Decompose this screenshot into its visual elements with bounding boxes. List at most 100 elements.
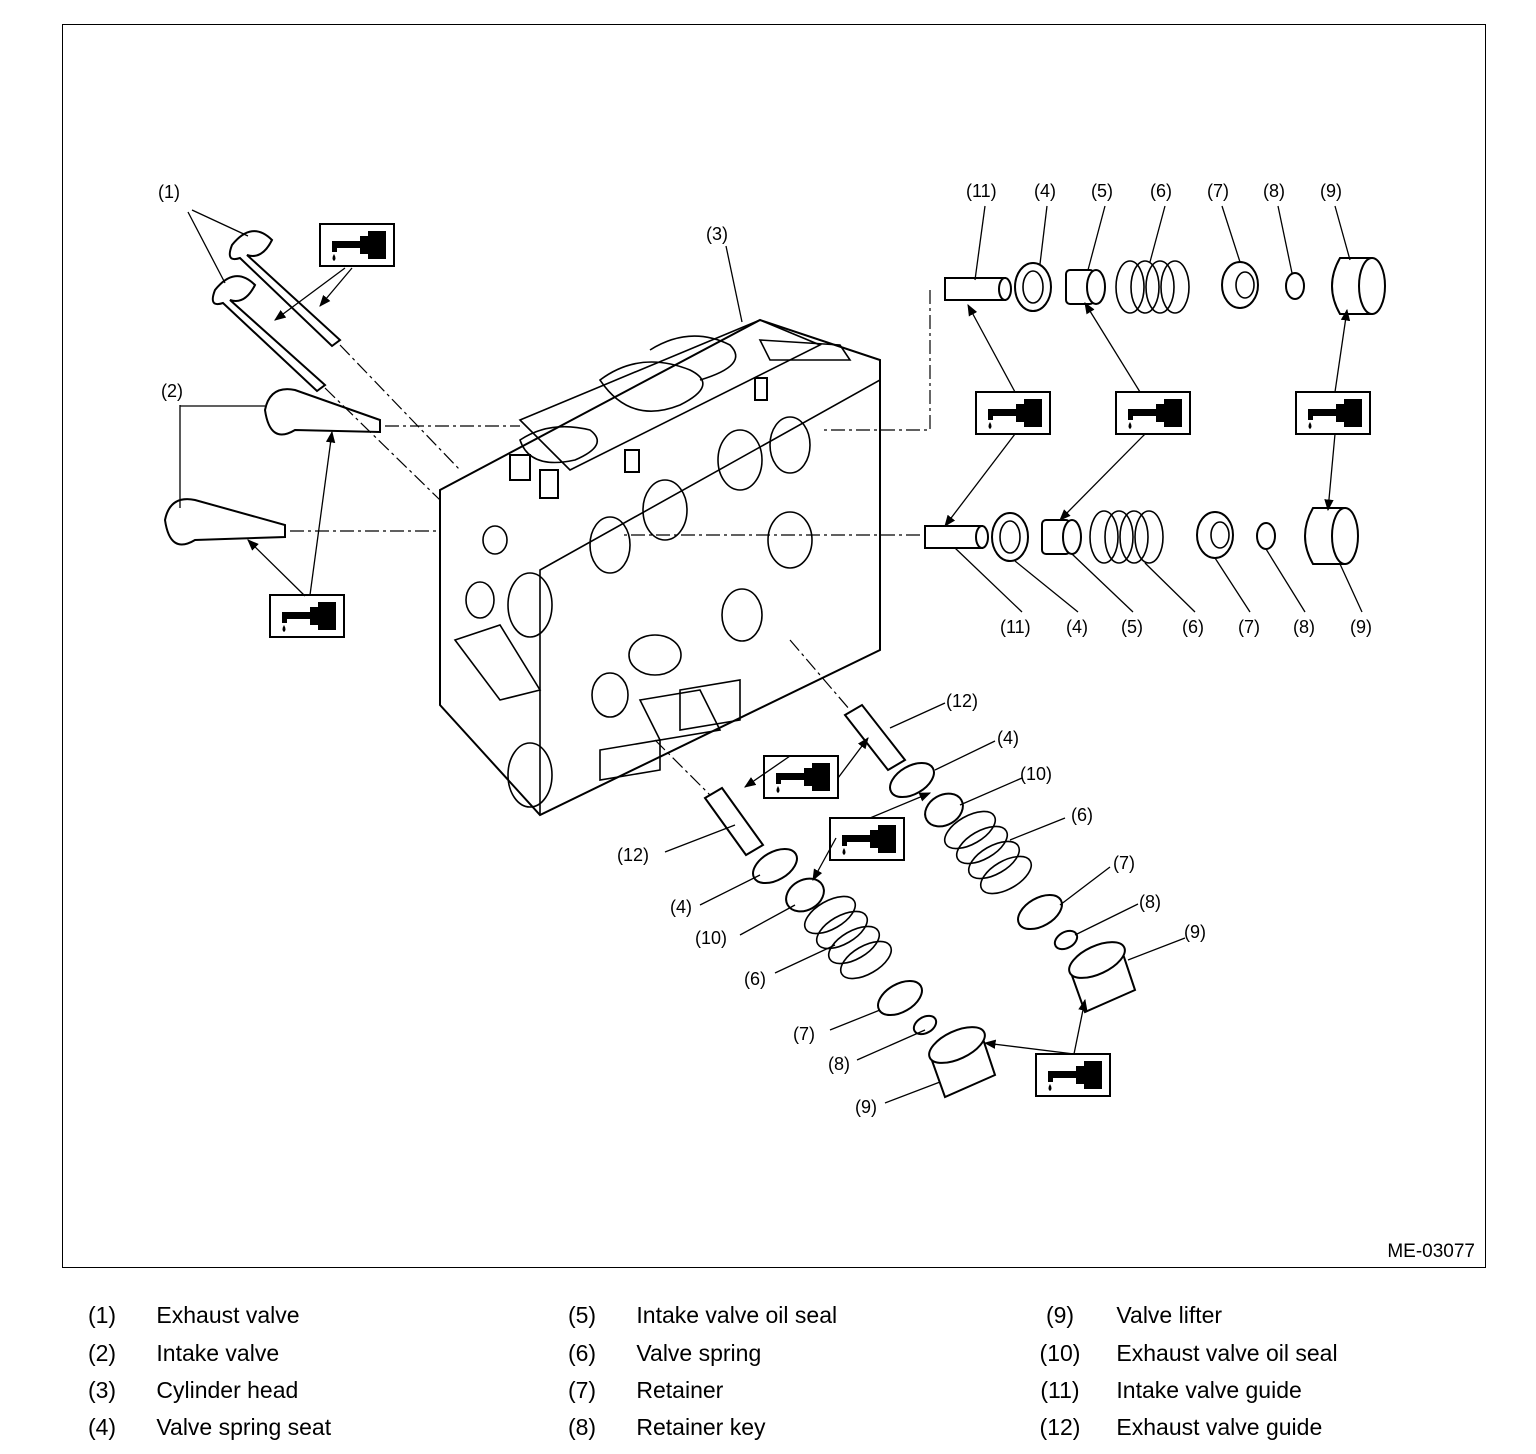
legend-label: Exhaust valve guide xyxy=(1116,1414,1323,1440)
valve-spring-left xyxy=(803,895,893,980)
exploded-diagram: (1) (2) (3) (11) (4) (5) (6) (7) (8) (9)… xyxy=(158,181,1386,1117)
intake-oil-seal-upper xyxy=(1065,269,1106,305)
callout-4-lower: (4) xyxy=(1066,617,1088,637)
exhaust-guide-left xyxy=(703,786,765,857)
parts-legend: (1) Exhaust valve (2) Intake valve (3) C… xyxy=(0,1300,1536,1450)
oil-can-icon xyxy=(975,391,1051,435)
spring-seat-upper xyxy=(1014,262,1052,312)
callout-8-right: (8) xyxy=(1139,892,1161,912)
retainer-key-lower xyxy=(1256,522,1276,550)
callout-6-left: (6) xyxy=(744,969,766,989)
legend-number: (1) xyxy=(87,1302,117,1328)
legend-label: Intake valve oil seal xyxy=(636,1302,838,1328)
legend-item: (8) Retainer key xyxy=(550,1414,766,1441)
legend-number: (2) xyxy=(87,1340,117,1366)
legend-label: Exhaust valve xyxy=(156,1302,300,1328)
retainer-key-left xyxy=(912,1014,938,1036)
intake-valve xyxy=(163,388,381,546)
callout-12-right: (12) xyxy=(946,691,978,711)
oil-can-icon xyxy=(1035,1053,1111,1097)
callout-7-left: (7) xyxy=(793,1024,815,1044)
valve-lifter-lower xyxy=(1304,507,1359,565)
legend-label: Intake valve guide xyxy=(1116,1377,1302,1403)
legend-label: Cylinder head xyxy=(156,1377,299,1403)
oil-can-icon xyxy=(1115,391,1191,435)
legend-item: (12) Exhaust valve guide xyxy=(1028,1414,1323,1441)
valve-spring-right xyxy=(943,810,1033,895)
callout-6-upper: (6) xyxy=(1150,181,1172,201)
figure-frame: ME-03077 xyxy=(62,24,1486,1268)
legend-label: Valve lifter xyxy=(1116,1302,1223,1328)
valve-spring-upper xyxy=(1115,260,1190,314)
legend-number: (11) xyxy=(1040,1377,1080,1403)
callout-2: (2) xyxy=(161,381,183,401)
valve-lifter-upper xyxy=(1331,257,1386,315)
exhaust-valve xyxy=(211,230,342,393)
oil-can-icon xyxy=(1295,391,1371,435)
spring-seat-right xyxy=(889,761,935,799)
legend-number: (6) xyxy=(567,1340,597,1366)
valve-lifter-left xyxy=(928,1026,997,1099)
legend-label: Valve spring xyxy=(636,1340,762,1366)
legend-number: (10) xyxy=(1039,1340,1081,1366)
callout-4-left: (4) xyxy=(670,897,692,917)
retainer-left xyxy=(877,979,923,1017)
callout-3: (3) xyxy=(706,224,728,244)
callout-11-lower: (11) xyxy=(1000,617,1031,637)
callout-10-left: (10) xyxy=(695,928,727,948)
callout-4-right: (4) xyxy=(997,728,1019,748)
callout-8-lower: (8) xyxy=(1293,617,1315,637)
exhaust-guide-right xyxy=(843,703,907,772)
legend-number: (3) xyxy=(87,1377,117,1403)
oil-can-icon xyxy=(319,223,395,267)
figure-code: ME-03077 xyxy=(1387,1241,1475,1262)
retainer-upper xyxy=(1221,261,1259,309)
legend-number: (12) xyxy=(1039,1414,1081,1440)
callout-7-lower: (7) xyxy=(1238,617,1260,637)
oil-can-icon xyxy=(763,755,839,799)
intake-guide-upper xyxy=(944,277,1012,301)
callout-5-upper: (5) xyxy=(1091,181,1113,201)
callout-4-upper: (4) xyxy=(1034,181,1056,201)
spring-seat-lower xyxy=(991,512,1029,562)
callout-12-left: (12) xyxy=(617,845,649,865)
legend-label: Exhaust valve oil seal xyxy=(1116,1340,1338,1366)
retainer-key-right xyxy=(1053,929,1079,951)
callout-10-right: (10) xyxy=(1020,764,1052,784)
exhaust-oil-seal-right xyxy=(924,792,964,828)
legend-label: Intake valve xyxy=(156,1340,280,1366)
legend-item: (5) Intake valve oil seal xyxy=(550,1302,837,1329)
legend-item: (3) Cylinder head xyxy=(70,1377,298,1404)
legend-item: (11) Intake valve guide xyxy=(1028,1377,1302,1404)
legend-number: (8) xyxy=(567,1414,597,1440)
callout-6-right: (6) xyxy=(1071,805,1093,825)
exhaust-oil-seal-left xyxy=(785,877,825,913)
oil-can-icon xyxy=(829,817,905,861)
retainer-lower xyxy=(1196,511,1234,559)
legend-number: (4) xyxy=(87,1414,117,1440)
legend-item: (6) Valve spring xyxy=(550,1340,761,1367)
callout-9-lower: (9) xyxy=(1350,617,1372,637)
callout-9-upper: (9) xyxy=(1320,181,1342,201)
retainer-right xyxy=(1017,893,1063,931)
callout-9-left: (9) xyxy=(855,1097,877,1117)
legend-label: Retainer key xyxy=(636,1414,766,1440)
callout-11-upper: (11) xyxy=(966,181,997,201)
callout-6-lower: (6) xyxy=(1182,617,1204,637)
callout-8-left: (8) xyxy=(828,1054,850,1074)
legend-item: (2) Intake valve xyxy=(70,1340,279,1367)
callout-7-right: (7) xyxy=(1113,853,1135,873)
callout-1: (1) xyxy=(158,182,180,202)
callout-9-right: (9) xyxy=(1184,922,1206,942)
valve-spring-lower xyxy=(1089,510,1164,564)
legend-number: (7) xyxy=(567,1377,597,1403)
legend-item: (4) Valve spring seat xyxy=(70,1414,331,1441)
legend-item: (1) Exhaust valve xyxy=(70,1302,300,1329)
legend-number: (9) xyxy=(1045,1302,1075,1328)
legend-item: (7) Retainer xyxy=(550,1377,723,1404)
valve-lifter-right xyxy=(1068,941,1137,1014)
legend-label: Valve spring seat xyxy=(156,1414,332,1440)
legend-label: Retainer xyxy=(636,1377,724,1403)
legend-number: (5) xyxy=(567,1302,597,1328)
oil-can-icon xyxy=(269,594,345,638)
